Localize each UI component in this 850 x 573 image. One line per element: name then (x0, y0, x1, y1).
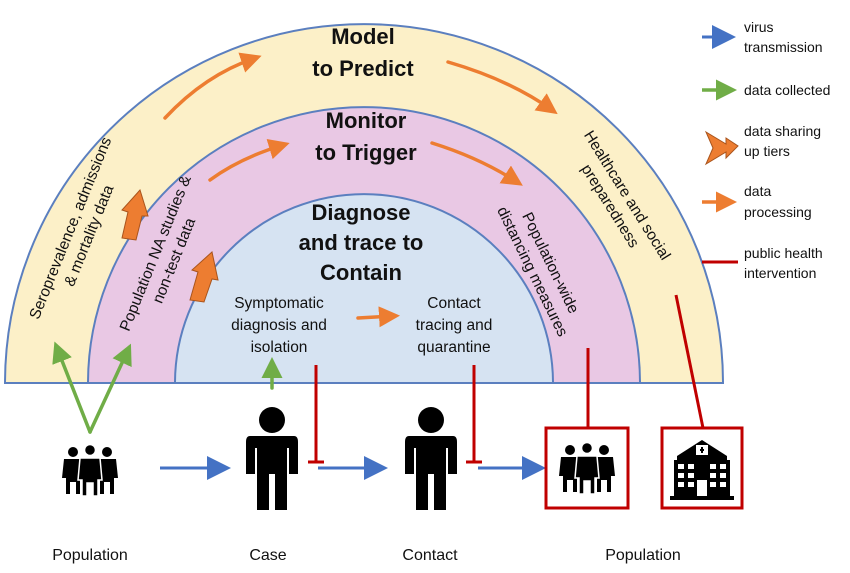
svg-text:up tiers: up tiers (744, 143, 790, 159)
population-left-icon (61, 443, 119, 497)
svg-text:transmission: transmission (744, 39, 823, 55)
processing-arrow-middle-right (430, 141, 523, 186)
processing-arrow-middle-left (208, 139, 290, 182)
hospital-icon (670, 440, 734, 500)
inner-tier-title: Diagnose (311, 200, 410, 225)
contact-tracing-label: Contact tracing and quarantine (416, 295, 493, 356)
caption-population-right: Population (605, 547, 681, 564)
data-collected-arrow-right (88, 343, 132, 434)
svg-text:virus: virus (744, 19, 774, 35)
svg-text:public health: public health (744, 245, 823, 261)
caption-population-left: Population (52, 547, 128, 564)
svg-text:Contact: Contact (427, 295, 481, 312)
caption-contact: Contact (402, 547, 458, 564)
legend-data-sharing-arrow (704, 130, 739, 166)
intervention-quarantine (466, 365, 482, 464)
processing-arrow-outer-left (163, 52, 262, 120)
svg-text:isolation: isolation (251, 339, 308, 356)
svg-text:diagnosis and: diagnosis and (231, 317, 327, 334)
data-sharing-arrow-middle (189, 251, 219, 303)
svg-text:data: data (744, 183, 771, 199)
intervention-healthcare (674, 294, 705, 429)
middle-tier-subtitle: to Trigger (315, 140, 417, 165)
svg-text:data sharing: data sharing (744, 123, 821, 139)
data-sharing-arrow-outer (121, 189, 149, 241)
inner-tier-subtitle: and trace to (299, 230, 424, 255)
outer-tier-title: Model (331, 24, 395, 49)
outer-tier-subtitle: to Predict (312, 56, 414, 81)
processing-arrow-outer-right (446, 60, 558, 115)
intervention-isolation (308, 365, 324, 464)
svg-text:quarantine: quarantine (417, 339, 490, 356)
caption-case: Case (249, 547, 286, 564)
contact-person-icon (405, 407, 457, 510)
data-collected-arrow-left (52, 341, 92, 434)
middle-tier-title: Monitor (326, 108, 407, 133)
svg-text:processing: processing (744, 204, 812, 220)
processing-arrow-inner (356, 306, 400, 328)
svg-text:tracing and: tracing and (416, 317, 493, 334)
symptomatic-label: Symptomatic diagnosis and isolation (231, 295, 327, 356)
svg-text:data collected: data collected (744, 82, 830, 98)
inner-tier-subtitle-2: Contain (320, 260, 402, 285)
legend: virus transmission data collected data s… (702, 19, 830, 281)
svg-text:intervention: intervention (744, 265, 816, 281)
case-person-icon (246, 407, 298, 510)
svg-text:Symptomatic: Symptomatic (234, 295, 324, 312)
